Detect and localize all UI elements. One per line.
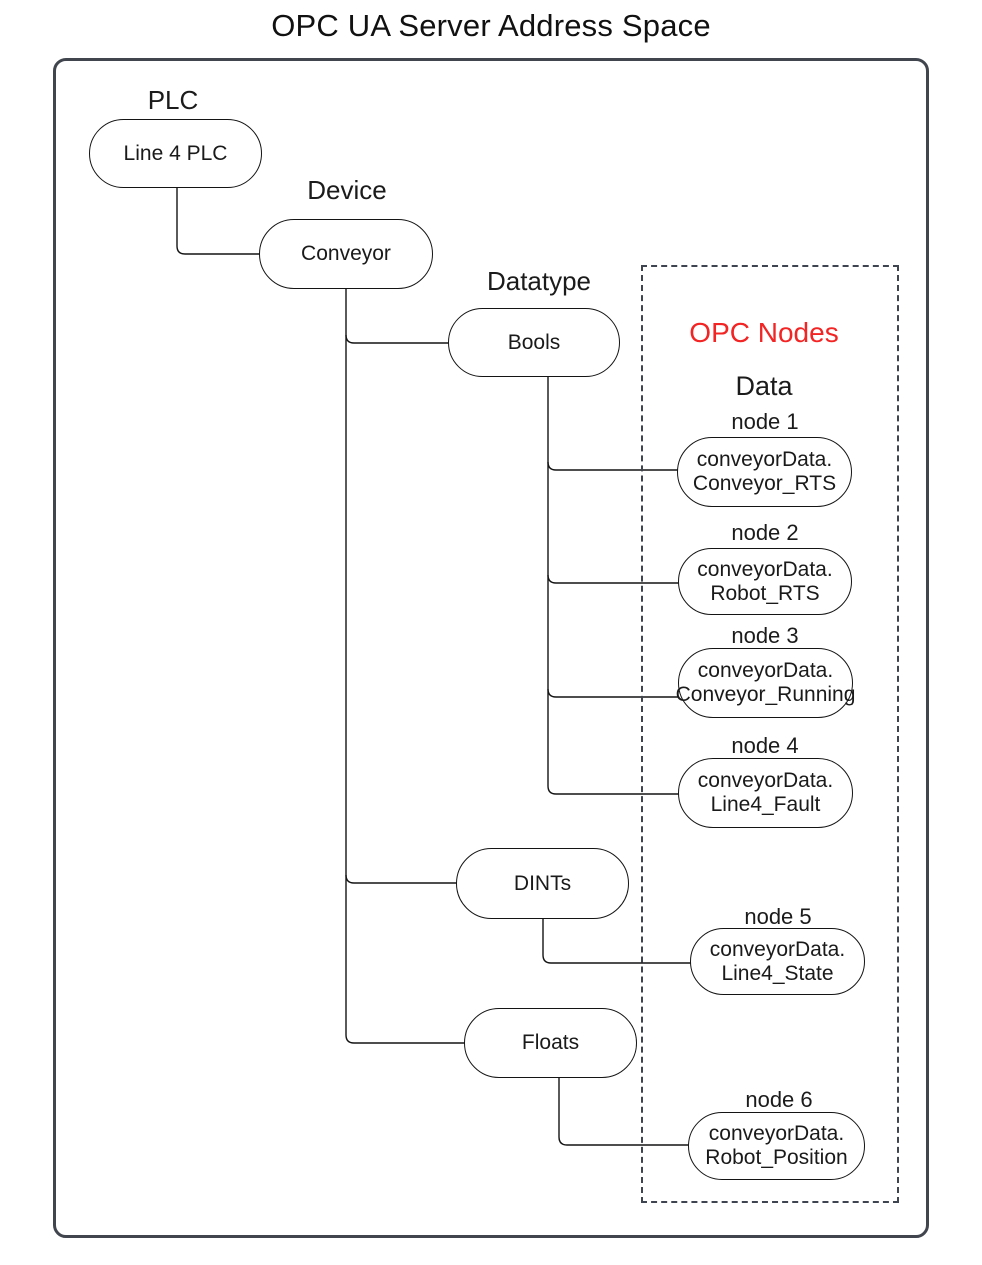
- opc-node-1-line1: conveyorData.: [696, 448, 833, 471]
- opc-node-3-line2: Conveyor_Running: [675, 683, 856, 706]
- diagram-title: OPC UA Server Address Space: [271, 8, 711, 43]
- opc-node-5-line2: Line4_State: [721, 961, 834, 985]
- node-floats-text: Floats: [521, 1031, 580, 1054]
- node-bools-text: Bools: [507, 330, 561, 354]
- opc-node-1-line2: Conveyor_RTS: [692, 472, 837, 495]
- node-line4-plc: Line 4 PLC: [89, 119, 262, 188]
- address-space-frame: [53, 58, 929, 1238]
- label-datatype: Datatype: [486, 266, 592, 296]
- label-device: Device: [307, 175, 387, 205]
- opc-node-6-label: node 6: [745, 1087, 813, 1112]
- opc-node-6: conveyorData. Robot_Position: [688, 1112, 865, 1180]
- opc-node-4: conveyorData. Line4_Fault: [678, 758, 853, 828]
- opc-node-4-line2: Line4_Fault: [710, 793, 821, 816]
- opc-node-3: conveyorData. Conveyor_Running: [675, 648, 856, 718]
- opc-node-2-line1: conveyorData.: [697, 557, 833, 581]
- node-line4-plc-text: Line 4 PLC: [123, 141, 228, 165]
- opc-node-4-line1: conveyorData.: [697, 769, 834, 792]
- opc-node-5-label: node 5: [744, 904, 812, 929]
- opc-node-1: conveyorData. Conveyor_RTS: [677, 437, 852, 507]
- opc-node-2-label: node 2: [731, 520, 799, 545]
- opc-node-3-label: node 3: [731, 623, 799, 648]
- opc-node-6-line2: Robot_Position: [705, 1146, 848, 1169]
- node-dints-text: DINTs: [513, 871, 572, 895]
- opc-node-6-line1: conveyorData.: [708, 1122, 845, 1145]
- opc-node-3-line1: conveyorData.: [697, 659, 834, 682]
- opc-node-2: conveyorData. Robot_RTS: [678, 548, 852, 615]
- node-bools: Bools: [448, 308, 620, 377]
- opc-node-4-label: node 4: [731, 733, 799, 758]
- opc-node-2-line2: Robot_RTS: [710, 581, 820, 605]
- node-dints: DINTs: [456, 848, 629, 919]
- label-data: Data: [735, 371, 793, 401]
- opc-node-1-label: node 1: [731, 409, 799, 434]
- opc-nodes-title: OPC Nodes: [689, 317, 839, 348]
- node-floats: Floats: [464, 1008, 637, 1078]
- node-conveyor: Conveyor: [259, 219, 433, 289]
- opc-node-5-line1: conveyorData.: [709, 937, 846, 961]
- node-conveyor-text: Conveyor: [301, 242, 391, 265]
- label-plc: PLC: [147, 85, 199, 115]
- opc-node-5: conveyorData. Line4_State: [690, 928, 865, 995]
- opc-nodes-frame: [641, 265, 899, 1203]
